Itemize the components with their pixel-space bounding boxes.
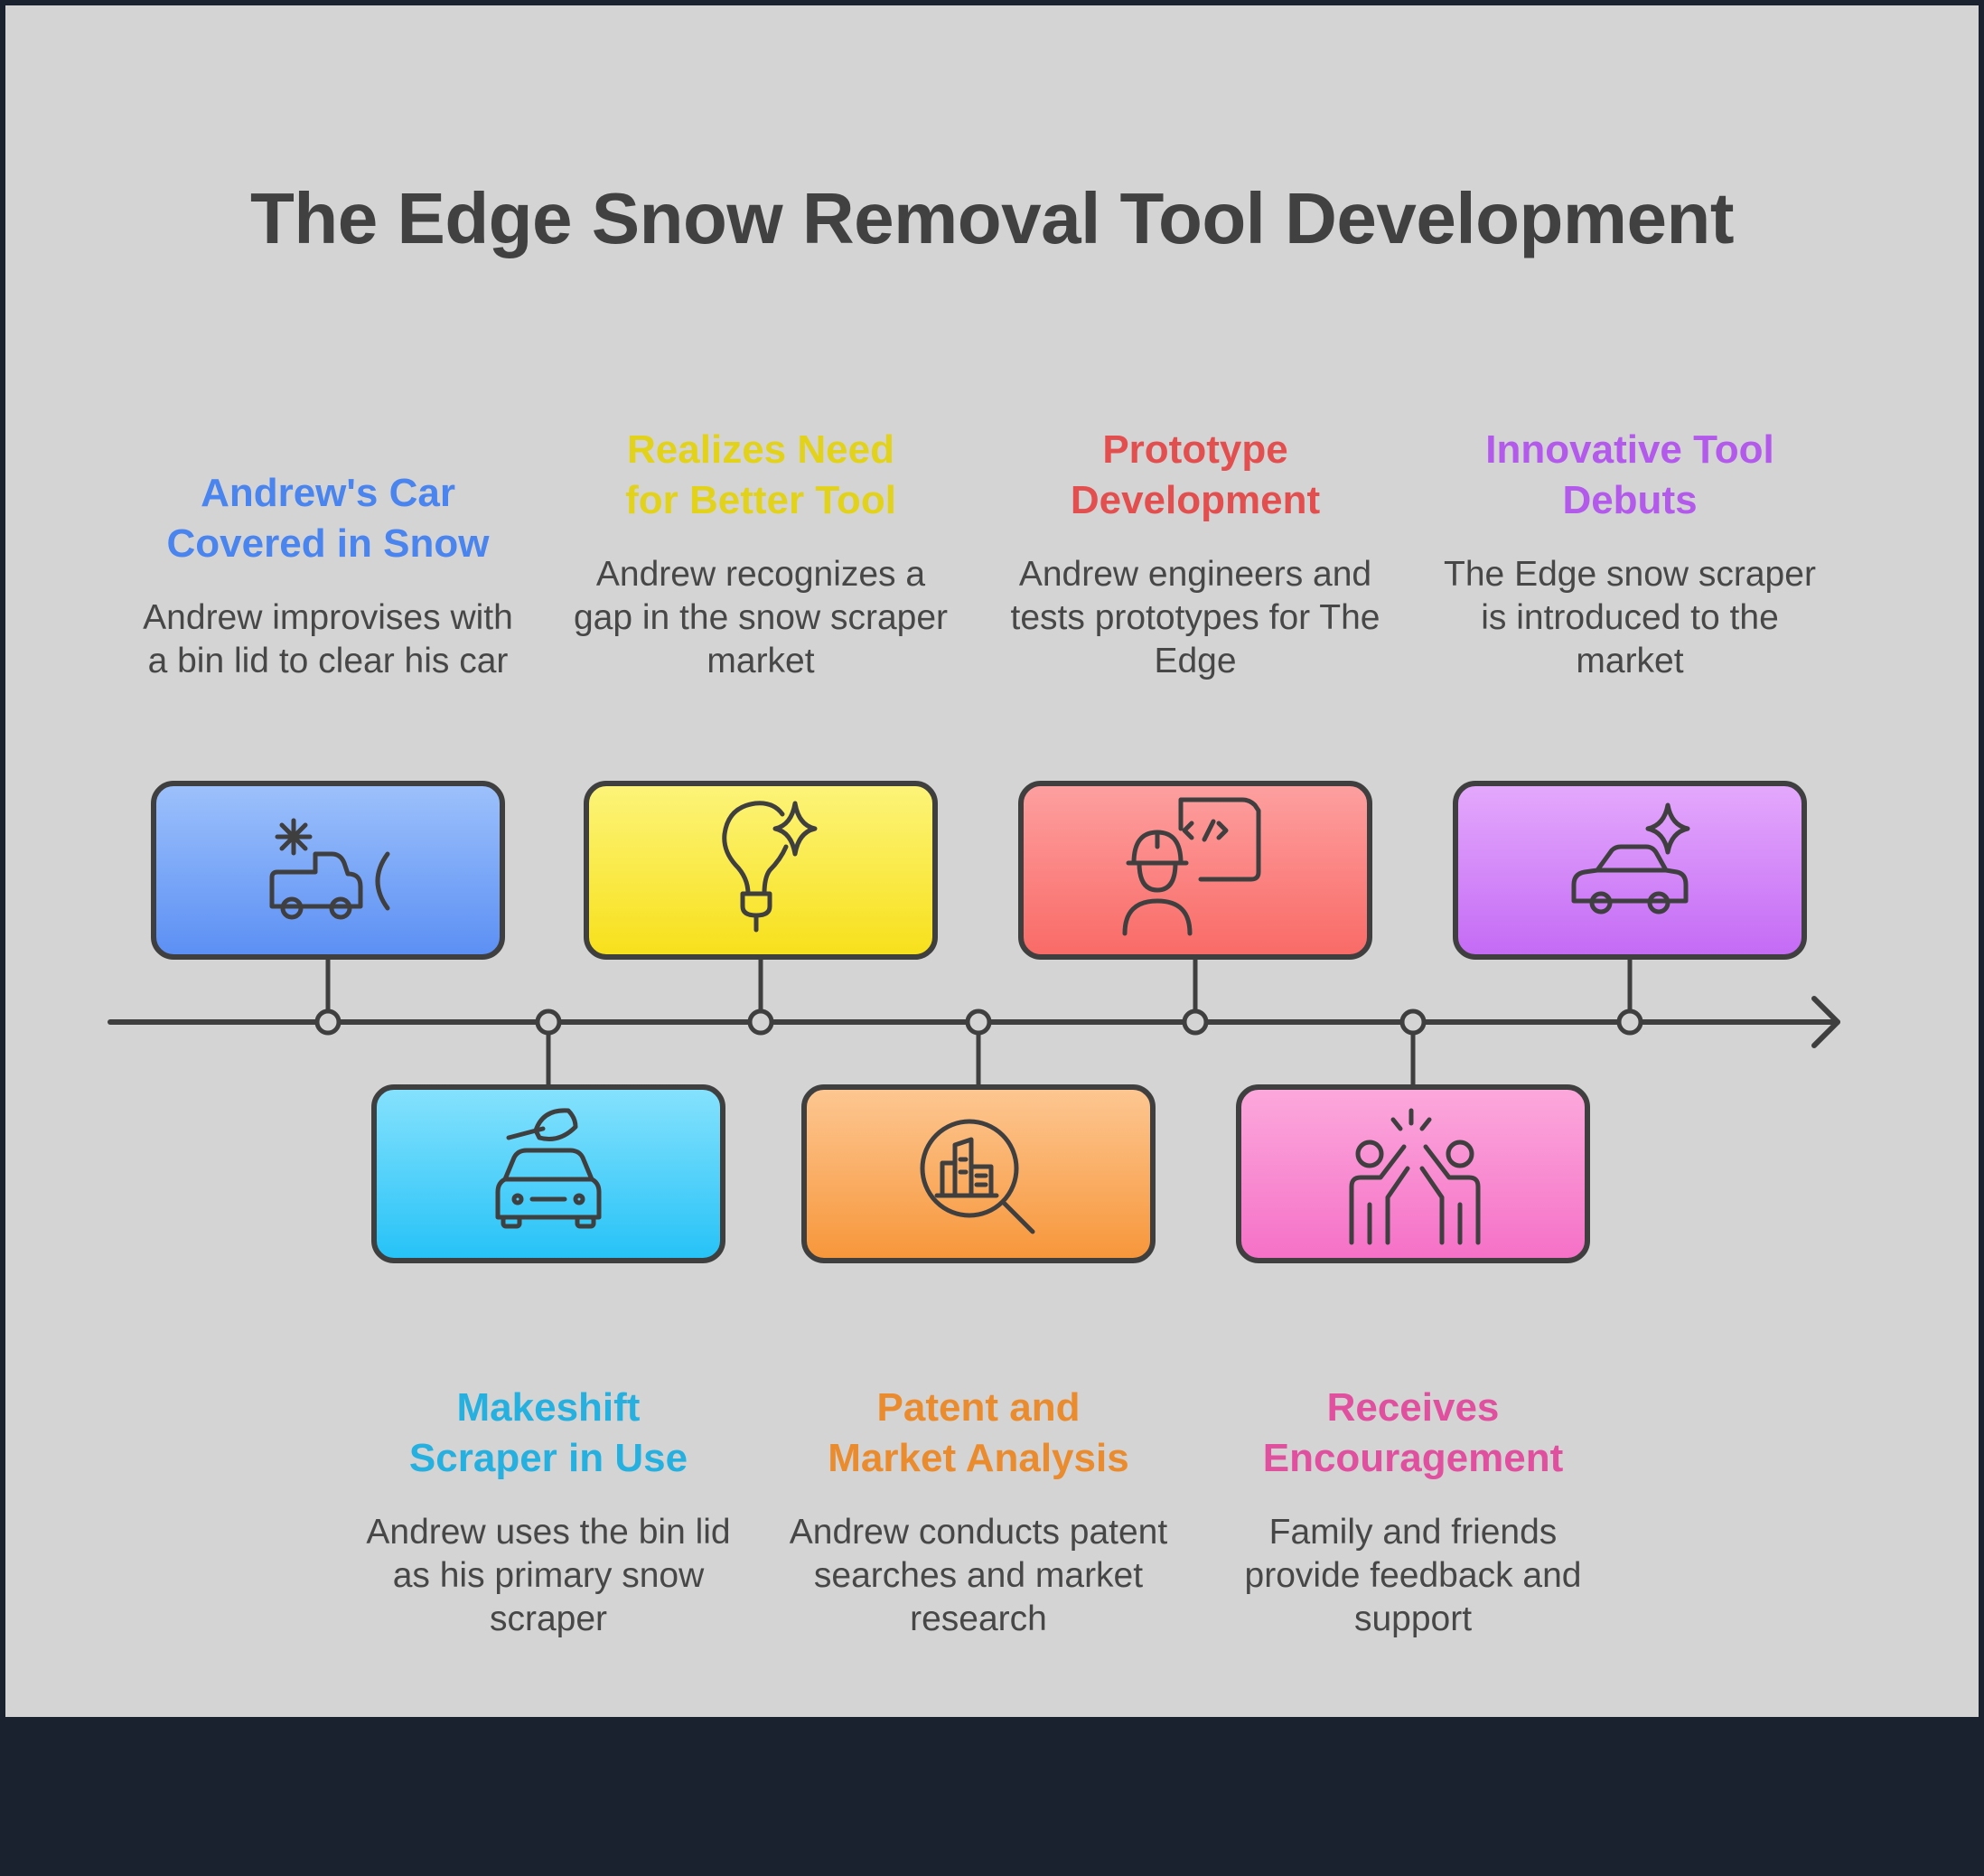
event-heading-line: Realizes Need	[627, 427, 894, 472]
event-box	[151, 781, 505, 960]
event-heading-line: Development	[1070, 478, 1321, 522]
event-box	[584, 781, 938, 960]
timeline-event-2	[371, 1008, 725, 1263]
timeline-node	[1616, 1008, 1643, 1036]
event-heading-line: Market Analysis	[828, 1436, 1129, 1480]
event-box	[371, 1084, 725, 1263]
event-box	[1018, 781, 1372, 960]
event-description: The Edge snow scraper is introduced to t…	[1444, 555, 1816, 680]
event-heading-line: Encouragement	[1262, 1436, 1564, 1480]
timeline-event-4	[801, 1008, 1156, 1263]
event-description: Andrew improvises with a bin lid to clea…	[143, 598, 513, 680]
snow-car-icon	[269, 818, 390, 920]
timeline-node	[1399, 1008, 1427, 1036]
event-heading: Realizes Need for Better Tool	[571, 425, 950, 526]
event-description: Andrew engineers and tests prototypes fo…	[1010, 555, 1380, 680]
event-heading-line: Prototype	[1102, 427, 1288, 472]
event-description: Family and friends provide feedback and …	[1244, 1513, 1582, 1638]
footer-bar	[0, 1717, 1984, 1876]
event-description: Andrew uses the bin lid as his primary s…	[366, 1513, 731, 1638]
event-description: Andrew recognizes a gap in the snow scra…	[573, 555, 949, 680]
timeline-event-7	[1453, 781, 1807, 1036]
event-description: Andrew conducts patent searches and mark…	[789, 1513, 1168, 1638]
timeline-event-3	[584, 781, 938, 1036]
engineer-code-icon	[1122, 797, 1261, 936]
event-heading-line: Patent and	[876, 1385, 1081, 1430]
car-scraper-icon	[495, 1108, 602, 1229]
timeline-node	[965, 1008, 992, 1036]
timeline-node	[535, 1008, 562, 1036]
diagram-title: The Edge Snow Removal Tool Development	[250, 178, 1734, 258]
event-heading-line: Innovative Tool	[1485, 427, 1774, 472]
timeline-node	[747, 1008, 774, 1036]
event-box	[1236, 1084, 1590, 1263]
lightbulb-sparkle-icon	[722, 801, 818, 933]
timeline-node	[314, 1008, 342, 1036]
event-heading-line: Andrew's Car	[201, 471, 455, 515]
event-heading-line: Scraper in Use	[408, 1436, 688, 1480]
timeline-event-6	[1236, 1008, 1590, 1263]
timeline-arrowhead	[1811, 996, 1840, 1048]
car-sparkle-icon	[1571, 802, 1690, 915]
timeline-node	[1182, 1008, 1209, 1036]
event-heading-line: Debuts	[1562, 478, 1698, 522]
timeline-event-1	[151, 781, 505, 1036]
timeline-event-5	[1018, 781, 1372, 1036]
event-heading-line: Receives	[1326, 1385, 1500, 1430]
event-heading-line: Covered in Snow	[166, 521, 490, 566]
event-heading-line: for Better Tool	[625, 478, 896, 522]
magnifier-chart-icon	[920, 1119, 1035, 1234]
high-five-icon	[1349, 1108, 1481, 1245]
event-heading-line: Makeshift	[456, 1385, 641, 1430]
